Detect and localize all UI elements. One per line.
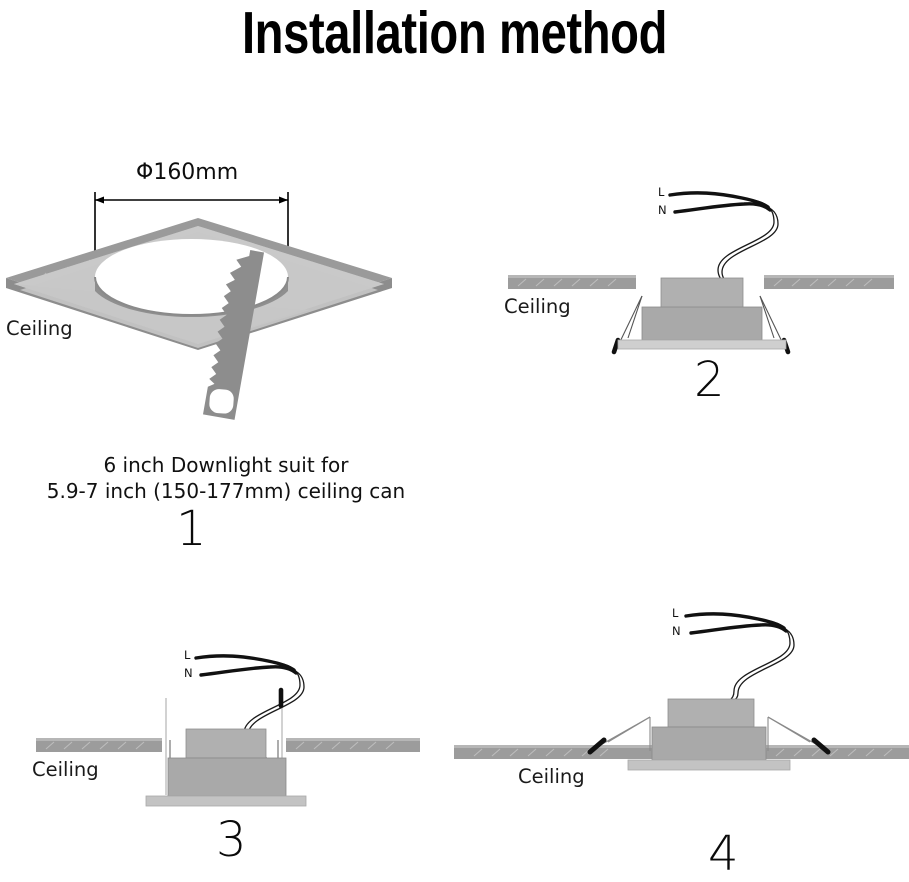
step-1-dimension-label: Φ160mm bbox=[136, 160, 239, 185]
step-1-illustration bbox=[6, 192, 392, 420]
spring-clip-tip-icon bbox=[587, 737, 831, 755]
page-title: Installation method bbox=[241, 0, 668, 66]
step-4-ceiling-label: Ceiling bbox=[518, 765, 585, 788]
handsaw-icon bbox=[202, 250, 265, 420]
step-3-neutral-label: N bbox=[184, 666, 193, 680]
step-3-panel: L N Ceiling 3 bbox=[0, 620, 452, 882]
ceiling-slab-icon bbox=[36, 738, 420, 752]
step-3-illustration bbox=[36, 654, 420, 807]
step-4-neutral-label: N bbox=[672, 624, 681, 638]
step-4-illustration bbox=[454, 612, 909, 771]
step-1-caption: 6 inch Downlight suit for 5.9-7 inch (15… bbox=[0, 452, 452, 504]
step-3-live-label: L bbox=[184, 648, 191, 662]
step-2-number: 2 bbox=[694, 352, 725, 408]
downlight-fixture-icon bbox=[641, 306, 763, 341]
step-1-number: 1 bbox=[176, 501, 207, 557]
step-2-panel: L N Ceiling 2 bbox=[456, 160, 908, 420]
step-4-number: 4 bbox=[708, 826, 739, 882]
trim-plate-icon bbox=[617, 339, 787, 350]
downlight-fixture-icon bbox=[651, 726, 767, 761]
driver-box-icon bbox=[185, 728, 267, 759]
step-4-live-label: L bbox=[672, 606, 679, 620]
caption-line-2: 5.9-7 inch (150-177mm) ceiling can bbox=[46, 479, 406, 503]
step-4-panel: L N Ceiling 4 bbox=[454, 590, 909, 882]
wire-conductor-icon bbox=[194, 654, 298, 677]
step-1-ceiling-label: Ceiling bbox=[6, 317, 73, 340]
step-2-illustration bbox=[508, 191, 894, 355]
step-3-ceiling-label: Ceiling bbox=[32, 758, 99, 781]
step-2-neutral-label: N bbox=[658, 203, 667, 217]
downlight-fixture-icon bbox=[167, 757, 287, 797]
slab-texture-icon bbox=[45, 741, 395, 750]
step-3-number: 3 bbox=[216, 812, 247, 868]
wire-conductor-icon bbox=[684, 612, 788, 635]
step-2-ceiling-label: Ceiling bbox=[504, 295, 571, 318]
driver-box-icon bbox=[667, 698, 755, 728]
trim-plate-icon bbox=[145, 795, 307, 807]
ceiling-slab-icon bbox=[454, 745, 909, 759]
slab-texture-icon bbox=[517, 278, 873, 287]
caption-line-1: 6 inch Downlight suit for bbox=[103, 453, 349, 477]
trim-plate-icon bbox=[627, 759, 791, 771]
spring-clip-released-icon bbox=[589, 716, 829, 752]
driver-box-icon bbox=[660, 277, 744, 309]
ceiling-slab-icon bbox=[508, 275, 894, 289]
step-1-panel: Φ160mm Ceiling 1 bbox=[0, 150, 452, 553]
wire-conductor-icon bbox=[668, 191, 772, 214]
step-2-live-label: L bbox=[658, 185, 665, 199]
